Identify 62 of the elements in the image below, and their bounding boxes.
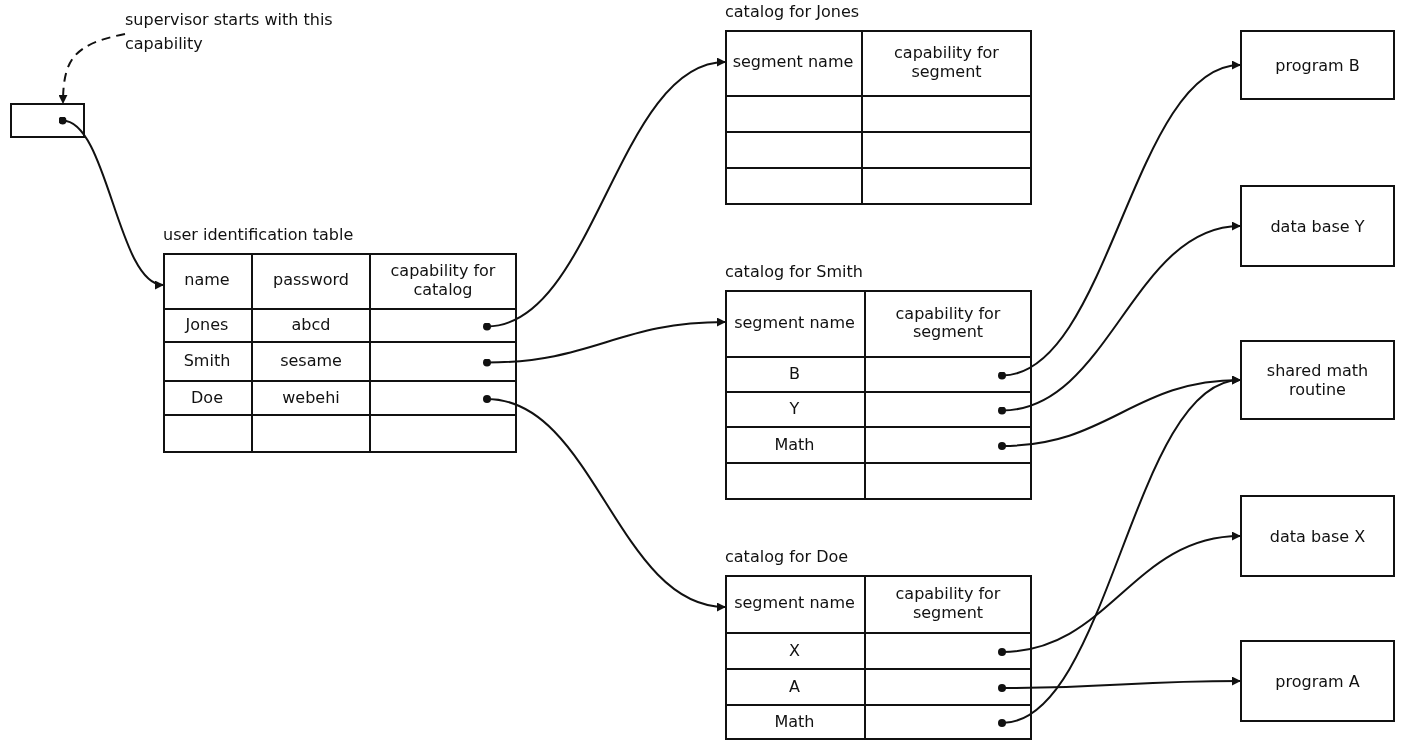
table-cell bbox=[863, 169, 1032, 205]
table-cell: Y bbox=[725, 393, 866, 428]
dashed-arrow bbox=[58, 33, 126, 104]
pointer-box bbox=[10, 103, 85, 138]
process-box: shared math routine bbox=[1240, 340, 1395, 420]
process-box: data base X bbox=[1240, 495, 1395, 577]
table-title: user identification table bbox=[163, 225, 354, 245]
table-cell bbox=[866, 634, 1032, 670]
table-cell bbox=[866, 393, 1032, 428]
table-cell bbox=[863, 97, 1032, 133]
process-box: data base Y bbox=[1240, 185, 1395, 267]
table-cell: capability for segment bbox=[866, 290, 1032, 358]
arrow bbox=[998, 532, 1241, 656]
arrow bbox=[998, 222, 1241, 415]
table-cell bbox=[163, 416, 253, 453]
table-cell: Jones bbox=[163, 310, 253, 343]
table-cell: abcd bbox=[253, 310, 371, 343]
table-cell: capability for segment bbox=[866, 575, 1032, 634]
table-cell bbox=[866, 670, 1032, 706]
table-cell: X bbox=[725, 634, 866, 670]
process-box: program A bbox=[1240, 640, 1395, 722]
table-title: catalog for Jones bbox=[725, 2, 860, 22]
table-cell bbox=[371, 382, 517, 416]
table-cell bbox=[725, 133, 863, 169]
arrow bbox=[58, 116, 164, 287]
table-title: catalog for Doe bbox=[725, 547, 849, 567]
table-cell bbox=[371, 310, 517, 343]
table-cell bbox=[725, 169, 863, 205]
table-cell: B bbox=[725, 358, 866, 393]
table-cell: capability for catalog bbox=[371, 253, 517, 310]
process-box: program B bbox=[1240, 30, 1395, 100]
table-cell bbox=[371, 343, 517, 382]
table-cell: sesame bbox=[253, 343, 371, 382]
table-cell bbox=[863, 133, 1032, 169]
table-cell bbox=[725, 97, 863, 133]
table-cell: Doe bbox=[163, 382, 253, 416]
table-cell: segment name bbox=[725, 30, 863, 97]
table-cell: segment name bbox=[725, 575, 866, 634]
table-cell: password bbox=[253, 253, 371, 310]
table-cell: name bbox=[163, 253, 253, 310]
arrow bbox=[998, 377, 1241, 727]
table-cell bbox=[866, 358, 1032, 393]
table-title: catalog for Smith bbox=[725, 262, 863, 282]
table-cell bbox=[253, 416, 371, 453]
table-cell bbox=[866, 706, 1032, 740]
annotation-text: supervisor starts with this capability bbox=[125, 8, 340, 60]
arrow bbox=[483, 395, 726, 611]
table-cell: Math bbox=[725, 706, 866, 740]
table-cell: A bbox=[725, 670, 866, 706]
arrow bbox=[483, 317, 726, 367]
arrow bbox=[483, 59, 726, 331]
table-cell bbox=[866, 464, 1032, 500]
table-cell bbox=[866, 428, 1032, 464]
table-cell: Smith bbox=[163, 343, 253, 382]
arrow bbox=[998, 676, 1241, 692]
table-cell bbox=[371, 416, 517, 453]
table-cell: webehi bbox=[253, 382, 371, 416]
table-cell bbox=[725, 464, 866, 500]
table-cell: capability for segment bbox=[863, 30, 1032, 97]
arrow bbox=[998, 62, 1241, 380]
table-cell: Math bbox=[725, 428, 866, 464]
table-cell: segment name bbox=[725, 290, 866, 358]
